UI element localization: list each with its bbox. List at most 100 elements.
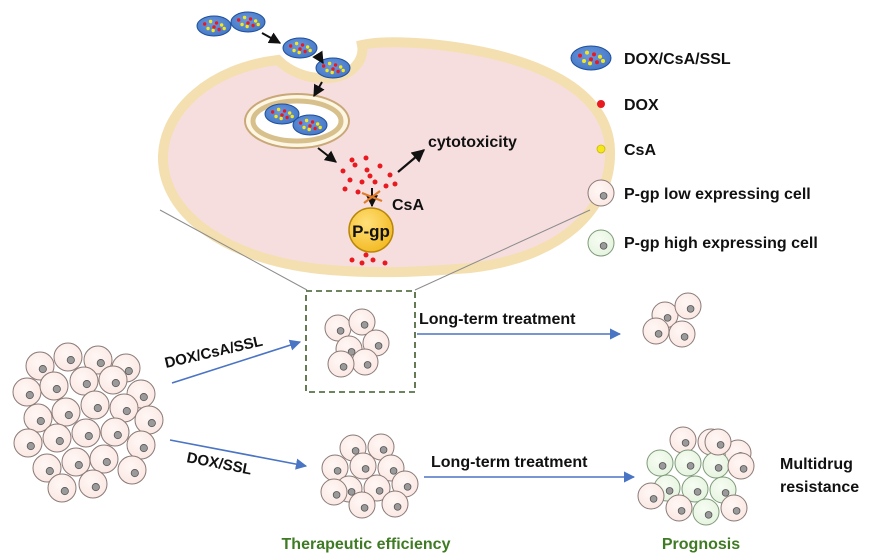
outcome-label-line1: Multidrug — [780, 456, 853, 473]
low-pgp-cell — [100, 417, 130, 447]
uptake-arrow-2 — [312, 50, 324, 65]
nucleus — [716, 441, 725, 449]
legend-label: DOX/CsA/SSL — [624, 51, 731, 68]
legend-label: P-gp high expressing cell — [624, 235, 818, 252]
resistant-cell-cluster-lower — [637, 426, 755, 526]
nucleus — [375, 487, 384, 495]
low-pgp-cell — [351, 348, 379, 376]
nucleus — [36, 417, 45, 426]
initial-tumor-cell-cluster — [12, 342, 164, 503]
low-pgp-cell-icon — [587, 179, 615, 207]
cytotoxicity-label: cytotoxicity — [428, 134, 517, 151]
high-pgp-cell — [702, 451, 730, 479]
csa-inhibition — [361, 190, 383, 204]
caption-therapeutic-efficiency: Therapeutic efficiency — [282, 536, 451, 553]
legend-item-liposome: DOX/CsA/SSL — [570, 45, 731, 71]
legend-item-high-pgp-cell: P-gp high expressing cell — [587, 229, 818, 257]
nucleus — [113, 431, 122, 440]
liposome — [292, 114, 328, 136]
low-pgp-cell — [348, 491, 376, 519]
cell-mechanism: cytotoxicity CsA P-gp — [157, 11, 616, 291]
dox-dot — [387, 172, 393, 178]
liposome-icon — [570, 45, 612, 71]
low-pgp-cell — [117, 455, 147, 485]
nucleus — [361, 465, 370, 473]
nucleus — [124, 367, 133, 376]
low-pgp-cell — [13, 428, 43, 458]
nucleus — [360, 504, 369, 512]
low-pgp-cell — [23, 403, 53, 433]
high-pgp-cell — [587, 229, 615, 257]
low-pgp-cell — [642, 317, 670, 345]
released-dox — [340, 155, 398, 195]
dox-dot — [355, 189, 361, 195]
low-pgp-cell — [668, 320, 696, 348]
liposome — [315, 57, 351, 79]
low-pgp-cell — [381, 490, 409, 518]
low-pgp-cell — [704, 428, 732, 456]
legend-item-low-pgp-cell: P-gp low expressing cell — [587, 179, 811, 207]
low-pgp-cell — [126, 430, 156, 460]
dox-dot — [359, 260, 365, 266]
nucleus — [55, 437, 64, 446]
nucleus — [347, 348, 356, 356]
nucleus — [649, 495, 658, 503]
low-pgp-cell — [349, 452, 377, 480]
low-pgp-cell — [80, 390, 110, 420]
nucleus — [102, 458, 111, 467]
uptake-arrow-3 — [313, 81, 325, 98]
nucleus — [721, 489, 730, 497]
nucleus — [96, 359, 105, 368]
low-pgp-cell — [587, 179, 615, 207]
nucleus — [739, 465, 748, 473]
low-pgp-cell — [669, 426, 697, 454]
low-pgp-cell — [12, 377, 42, 407]
low-pgp-cell — [327, 350, 355, 378]
low-pgp-cell — [71, 418, 101, 448]
dox-dot — [364, 167, 370, 173]
uptake-arrow-1 — [261, 32, 282, 44]
nucleus — [374, 342, 383, 350]
csa-label: CsA — [392, 197, 424, 214]
nucleus — [64, 411, 73, 420]
high-pgp-cell — [692, 498, 720, 526]
nucleus — [393, 503, 402, 511]
nucleus — [360, 321, 369, 329]
dox-dot — [349, 157, 355, 163]
effluxed-dox — [349, 252, 388, 266]
pgp-pump: P-gp — [348, 207, 394, 253]
low-pgp-cell — [665, 494, 693, 522]
nucleus — [336, 327, 345, 335]
low-pgp-cell — [83, 345, 113, 375]
liposome — [282, 37, 318, 59]
low-pgp-cell — [637, 482, 665, 510]
nucleus — [25, 391, 34, 400]
legend-label: DOX — [624, 97, 659, 114]
nucleus — [665, 487, 674, 495]
upper-treatment-label: DOX/CsA/SSL — [163, 333, 264, 372]
nucleus — [389, 467, 398, 475]
nucleus — [84, 432, 93, 441]
dox-dot — [392, 181, 398, 187]
nucleus — [732, 507, 741, 515]
low-pgp-cell — [51, 397, 81, 427]
low-pgp-cell — [348, 308, 376, 336]
low-pgp-cell — [53, 342, 83, 372]
nucleus — [363, 361, 372, 369]
nucleus — [686, 305, 695, 313]
low-pgp-cell — [674, 292, 702, 320]
nucleus — [654, 330, 663, 338]
nucleus — [379, 446, 388, 454]
zoom-line-right — [414, 209, 591, 291]
dox-dot — [367, 173, 373, 179]
nucleus — [60, 487, 69, 496]
nucleus — [680, 333, 689, 341]
zoom-box — [305, 290, 416, 393]
nucleus — [686, 462, 695, 470]
cytotoxicity-arrow — [397, 149, 426, 173]
nucleus — [130, 469, 139, 478]
nucleus — [26, 442, 35, 451]
nucleus — [599, 192, 608, 200]
legend: DOX/CsA/SSL DOX CsA P-gp low expressing … — [570, 45, 818, 257]
lower-longterm-label: Long-term treatment — [431, 454, 588, 471]
